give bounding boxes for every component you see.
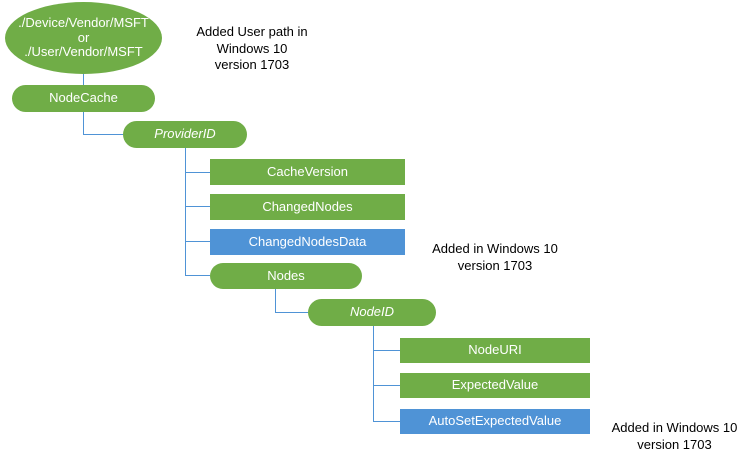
connector-nodes-to-nodeid bbox=[275, 312, 308, 313]
node-expectedvalue[interactable]: ExpectedValue bbox=[400, 373, 590, 398]
node-providerid[interactable]: ProviderID bbox=[123, 121, 247, 148]
node-providerid-label: ProviderID bbox=[154, 126, 216, 142]
annotation-user-path-text: Added User path in Windows 10 version 17… bbox=[196, 24, 308, 72]
node-changednodesdata[interactable]: ChangedNodesData bbox=[210, 229, 405, 255]
node-changednodes-label: ChangedNodes bbox=[262, 198, 353, 214]
connector-nodecache-down bbox=[83, 112, 84, 134]
node-nodeuri-label: NodeURI bbox=[468, 342, 522, 358]
annotation-changednodesdata: Added in Windows 10 version 1703 bbox=[410, 225, 580, 274]
connector-nodeid-to-nodeuri bbox=[373, 350, 400, 351]
node-root-label: ./Device/Vendor/MSFT or ./User/Vendor/MS… bbox=[18, 14, 149, 60]
connector-nodeid-to-expectedvalue bbox=[373, 385, 400, 386]
node-changednodesdata-label: ChangedNodesData bbox=[248, 233, 367, 249]
connector-nodecache-to-providerid bbox=[83, 134, 123, 135]
node-nodes[interactable]: Nodes bbox=[210, 263, 362, 289]
node-nodeid[interactable]: NodeID bbox=[308, 299, 436, 326]
node-changednodes[interactable]: ChangedNodes bbox=[210, 194, 405, 220]
node-autosetexpectedvalue[interactable]: AutoSetExpectedValue bbox=[400, 409, 590, 434]
connector-providerid-to-changednodesdata bbox=[185, 241, 210, 242]
node-root[interactable]: ./Device/Vendor/MSFT or ./User/Vendor/MS… bbox=[5, 2, 162, 74]
node-nodeid-label: NodeID bbox=[349, 304, 395, 320]
annotation-autosetexpectedvalue-text: Added in Windows 10 version 1703 bbox=[611, 420, 738, 449]
annotation-user-path: Added User path in Windows 10 version 17… bbox=[172, 8, 332, 73]
node-cacheversion[interactable]: CacheVersion bbox=[210, 159, 405, 185]
node-nodes-label: Nodes bbox=[267, 267, 305, 283]
node-nodeuri[interactable]: NodeURI bbox=[400, 338, 590, 363]
node-autosetexpectedvalue-label: AutoSetExpectedValue bbox=[428, 413, 562, 429]
connector-providerid-to-nodes bbox=[185, 275, 210, 276]
connector-providerid-to-changednodes bbox=[185, 206, 210, 207]
connector-nodeid-to-autoset bbox=[373, 421, 400, 422]
node-expectedvalue-label: ExpectedValue bbox=[451, 377, 539, 393]
connector-nodeid-spine bbox=[373, 326, 374, 422]
connector-providerid-to-cacheversion bbox=[185, 172, 210, 173]
node-nodecache[interactable]: NodeCache bbox=[12, 85, 155, 112]
connector-nodes-down bbox=[275, 275, 276, 312]
node-cacheversion-label: CacheVersion bbox=[267, 163, 348, 179]
annotation-autosetexpectedvalue: Added in Windows 10 version 1703 bbox=[597, 404, 752, 449]
node-nodecache-label: NodeCache bbox=[49, 90, 118, 106]
annotation-changednodesdata-text: Added in Windows 10 version 1703 bbox=[432, 241, 558, 273]
connector-providerid-spine bbox=[185, 148, 186, 275]
